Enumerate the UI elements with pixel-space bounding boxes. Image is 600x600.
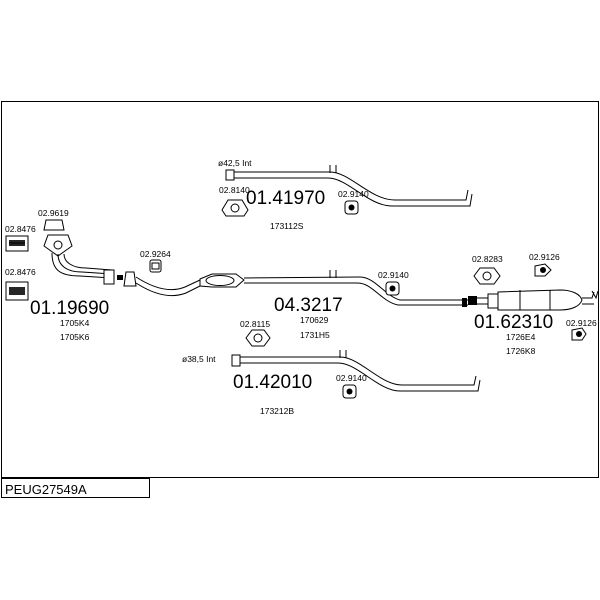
fitting-02-9619	[43, 219, 65, 231]
fitting-02-9126-b	[571, 327, 587, 341]
center-pipe-ref-1: 170629	[300, 315, 329, 325]
center-pipe	[123, 270, 468, 307]
lower-pipe-number: 01.42010	[233, 372, 312, 393]
fitting-02-9140-center	[385, 281, 400, 296]
fitting-02-8140-label: 02.8140	[219, 185, 250, 195]
diagram-frame	[1, 101, 599, 478]
rear-box-number: 01.62310	[474, 312, 553, 333]
fitting-02-8115-label: 02.8115	[240, 319, 270, 329]
fitting-02-9264-label: 02.9264	[140, 249, 171, 259]
fitting-02-9140-lower	[342, 384, 357, 399]
rear-box-ref-1: 1726E4	[506, 332, 536, 342]
rear-box	[468, 289, 599, 311]
fitting-02-8476-a: 02.8476	[5, 224, 36, 252]
upper-pipe-spec: ø42,5 Int	[218, 158, 252, 168]
lower-pipe-spec: ø38,5 Int	[182, 354, 216, 364]
fitting-02-9140-upper	[344, 200, 359, 215]
fitting-02-9126-a-label: 02.9126	[529, 252, 560, 262]
front-pipe-ref-1: 1705K4	[60, 318, 90, 328]
fitting-02-8283-label: 02.8283	[472, 254, 503, 264]
center-pipe-ref-2: 1731H5	[300, 330, 330, 340]
fitting-label: 02.8476	[5, 224, 36, 234]
upper-pipe	[225, 165, 473, 207]
footer-code: PEUG27549A	[5, 482, 87, 497]
upper-pipe-ref: 173112S	[270, 221, 304, 231]
center-pipe-number: 04.3217	[274, 295, 343, 316]
fitting-02-9126-a	[534, 263, 552, 277]
rear-box-ref-2: 1726K8	[506, 346, 536, 356]
lower-pipe-ref: 173212B	[260, 406, 294, 416]
upper-pipe-number: 01.41970	[246, 188, 325, 209]
fitting-02-9619-label: 02.9619	[38, 208, 69, 218]
fitting-02-9140-upper-label: 02.9140	[338, 189, 369, 199]
fitting-label: 02.8476	[5, 267, 36, 277]
rear-muffler-part	[497, 289, 583, 311]
lower-pipe	[231, 350, 481, 392]
catalyst-part	[199, 273, 245, 288]
fitting-02-9264	[149, 259, 162, 273]
footer-code-box: PEUG27549A	[1, 478, 150, 498]
fitting-02-9140-center-label: 02.9140	[378, 270, 409, 280]
fitting-02-8283	[473, 267, 501, 285]
fitting-02-9126-b-label: 02.9126	[566, 318, 597, 328]
fitting-02-8476-b: 02.8476	[5, 267, 36, 301]
front-pipe	[43, 234, 123, 285]
front-pipe-ref-2: 1705K6	[60, 332, 90, 342]
fitting-02-8140	[221, 199, 249, 217]
fitting-02-8115	[245, 329, 271, 347]
front-pipe-number: 01.19690	[30, 298, 109, 319]
fitting-02-9140-lower-label: 02.9140	[336, 373, 367, 383]
